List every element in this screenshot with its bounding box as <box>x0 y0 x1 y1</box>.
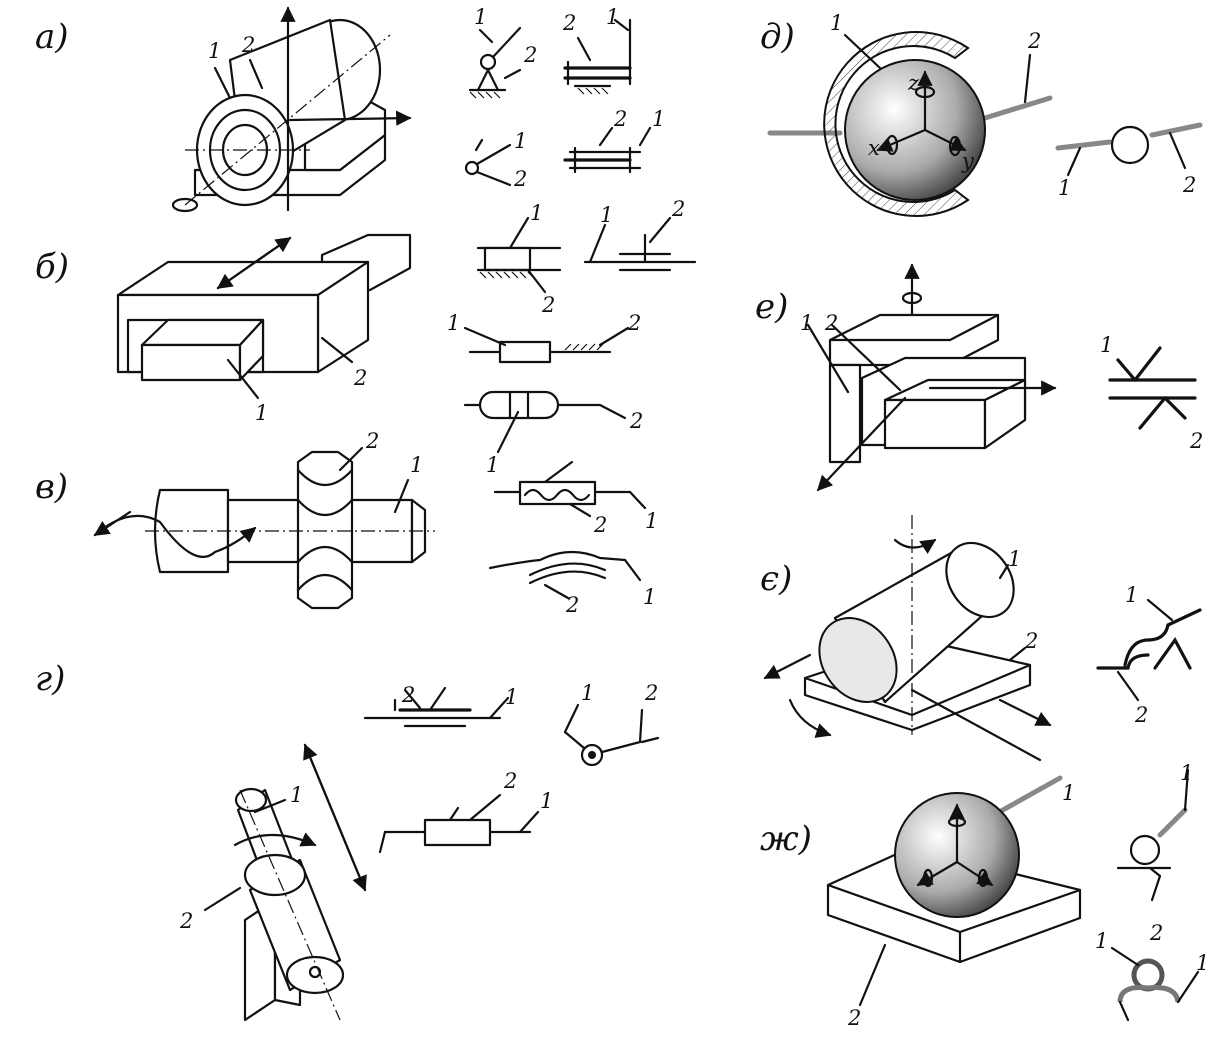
planar-symbol <box>1108 346 1197 430</box>
axis-label-x: x <box>868 136 880 160</box>
label-v-1: 1 <box>410 453 423 477</box>
label-e-1: 1 <box>800 311 813 335</box>
label-zh-1: 1 <box>1062 781 1075 805</box>
label-g-sym2-2: 2 <box>644 681 658 705</box>
label-a-sym4-1: 1 <box>652 107 665 131</box>
section-ye: є) 1 2 1 2 <box>760 515 1202 762</box>
label-a-sym1-2: 2 <box>523 43 537 67</box>
label-b-sym2-1: 1 <box>600 203 613 227</box>
label-e-2: 2 <box>824 311 838 335</box>
sphere-on-plane-drawing <box>826 775 1082 1007</box>
cylinder-plane-symbol <box>1096 598 1202 702</box>
label-a-sym1-1: 1 <box>474 5 487 29</box>
label-b-sym1-2: 2 <box>541 293 555 317</box>
section-label-d: д) <box>760 17 795 57</box>
label-zh-sym1-1: 1 <box>1180 761 1193 785</box>
label-g-sym1-1: 1 <box>505 685 518 709</box>
label-ye-1: 1 <box>1008 547 1021 571</box>
section-v: в) 2 1 <box>35 429 658 617</box>
axis-label-y: y <box>961 149 975 173</box>
revolute-symbols <box>464 18 652 187</box>
section-label-v: в) <box>35 467 68 507</box>
label-ye-sym-2: 2 <box>1134 703 1148 727</box>
section-e: е) 1 2 1 2 <box>755 263 1203 492</box>
label-b-sym3-2: 2 <box>627 311 641 335</box>
label-zh-2: 2 <box>847 1006 861 1030</box>
label-b-sym3-1: 1 <box>447 311 460 335</box>
label-e-sym-2: 2 <box>1189 429 1203 453</box>
label-e-sym-1: 1 <box>1100 333 1113 357</box>
section-b: б) 1 2 <box>35 197 697 477</box>
section-label-g: г) <box>35 659 65 699</box>
label-b-sym1-1: 1 <box>530 201 543 225</box>
label-v-sym2-1: 1 <box>643 585 656 609</box>
section-g: г) 1 2 <box>35 659 660 1022</box>
cylindrical-symbols <box>363 686 660 854</box>
prismatic-pair-drawing <box>116 233 412 400</box>
section-label-e: е) <box>755 287 788 327</box>
screw-pair-drawing <box>93 446 435 610</box>
cylinder-on-plane-drawing <box>763 515 1052 762</box>
section-zh: ж) 1 2 1 <box>760 761 1209 1030</box>
label-zh-sym2-1: 1 <box>1095 929 1108 953</box>
label-a-sym2-2: 2 <box>562 11 576 35</box>
label-zh-sym2-1b: 1 <box>1196 951 1209 975</box>
label-ye-sym-1: 1 <box>1125 583 1138 607</box>
sphere-plane-symbols <box>1110 768 1200 1022</box>
label-g-2: 2 <box>179 909 193 933</box>
spherical-symbol <box>1055 122 1203 177</box>
label-g-sym3-2: 2 <box>503 769 517 793</box>
section-d: д) 1 2 z x y 1 2 <box>760 11 1203 217</box>
label-a-1: 1 <box>208 39 221 63</box>
label-g-sym3-1: 1 <box>540 789 553 813</box>
planar-pair-drawing <box>806 263 1057 492</box>
axis-label-z: z <box>907 71 920 95</box>
label-g-sym2-1: 1 <box>581 681 594 705</box>
label-a-sym2-1: 1 <box>606 5 619 29</box>
label-b-sym4-2: 2 <box>629 409 643 433</box>
label-v-2: 2 <box>365 429 379 453</box>
label-b-1: 1 <box>255 401 268 425</box>
prismatic-symbols <box>463 216 697 454</box>
label-a-2: 2 <box>241 33 255 57</box>
label-ye-2: 2 <box>1024 629 1038 653</box>
label-v-sym1-1: 1 <box>645 509 658 533</box>
label-v-sym1-2: 2 <box>593 513 607 537</box>
label-b-2: 2 <box>353 366 367 390</box>
label-b-sym2-2: 2 <box>671 197 685 221</box>
cylindrical-pair-drawing <box>203 743 367 1022</box>
label-d-1: 1 <box>830 11 843 35</box>
label-a-sym3-2: 2 <box>513 167 527 191</box>
label-d-sym-2: 2 <box>1182 173 1196 197</box>
label-a-sym4-2: 2 <box>613 107 627 131</box>
revolute-pair-drawing <box>171 6 412 213</box>
spherical-pair-drawing <box>767 31 1053 217</box>
section-label-ye: є) <box>760 559 792 599</box>
label-a-sym3-1: 1 <box>514 129 527 153</box>
label-g-1: 1 <box>290 783 303 807</box>
section-a: а) 1 2 <box>35 5 665 213</box>
label-d-sym-1: 1 <box>1058 176 1071 200</box>
label-v-sym2-2: 2 <box>565 593 579 617</box>
label-g-sym1-2: 2 <box>401 683 415 707</box>
label-zh-sym1-2: 2 <box>1149 921 1163 945</box>
label-d-2: 2 <box>1027 29 1041 53</box>
screw-symbols <box>488 460 647 600</box>
section-label-a: а) <box>35 17 69 57</box>
section-label-zh: ж) <box>760 819 812 859</box>
label-b-sym4-1: 1 <box>486 453 499 477</box>
section-label-b: б) <box>35 247 69 287</box>
